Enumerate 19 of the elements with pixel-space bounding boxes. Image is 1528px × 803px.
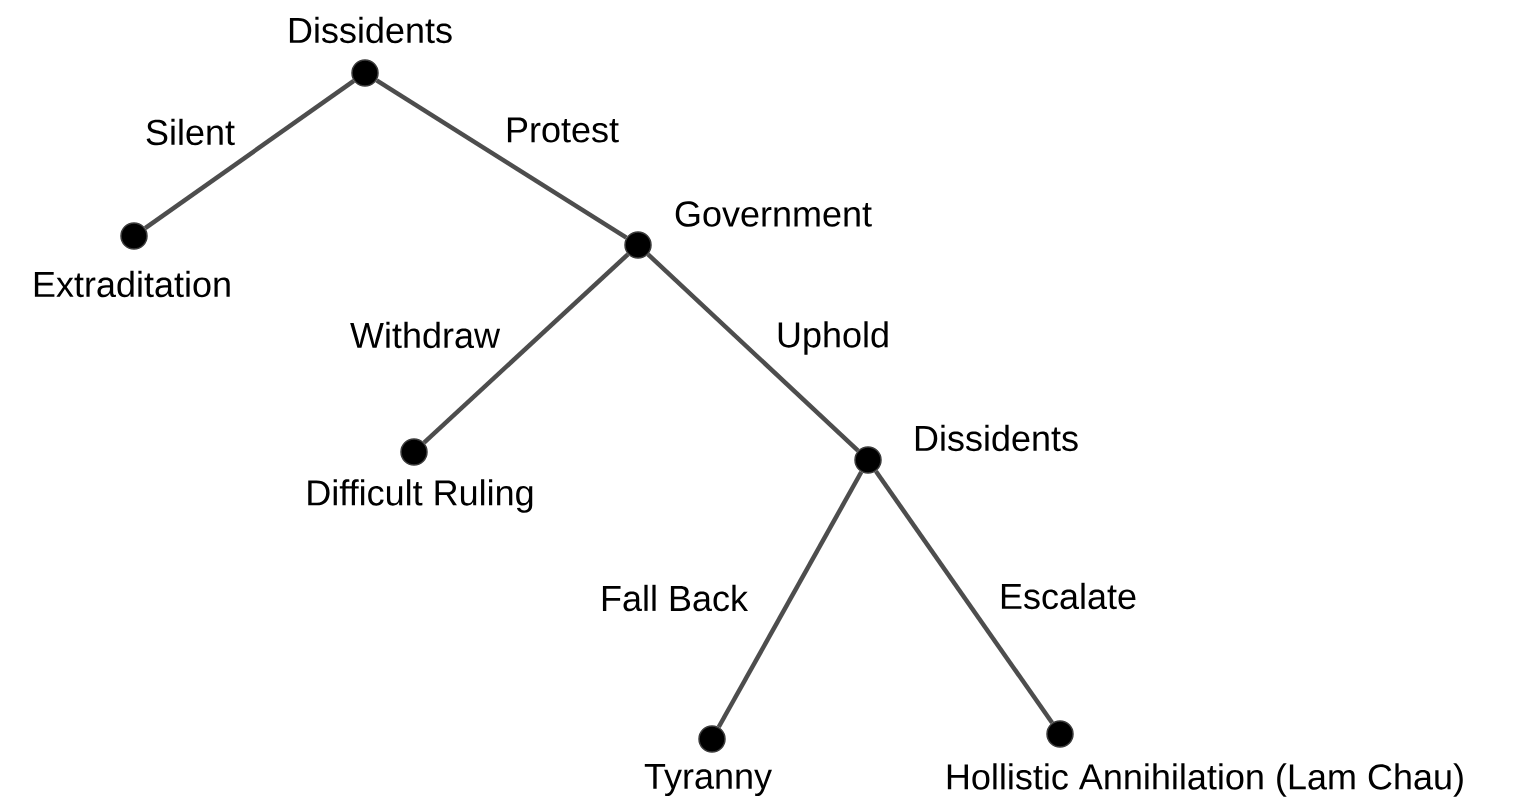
node-label: Tyranny	[644, 763, 772, 797]
node-label: Extraditation	[34, 270, 230, 298]
edge-line	[716, 470, 864, 729]
edge-label: Silent	[146, 118, 235, 146]
edge-label: Fall Back	[602, 584, 749, 612]
edge-label: Escalate	[1001, 582, 1136, 610]
edge-line	[375, 78, 628, 240]
node-label: Difficult Ruling	[308, 479, 533, 513]
node-label: Dissidents	[289, 16, 452, 44]
edge-line	[646, 252, 860, 453]
edge-label: Protest	[507, 117, 619, 143]
node-label: Government	[675, 201, 872, 227]
edge-line	[143, 79, 356, 230]
node-label: Hollistic Annihilation (Lam Chau)	[947, 763, 1463, 797]
edge-label: Withdraw	[350, 321, 501, 349]
edge-label: Uphold	[778, 321, 888, 355]
edge-line	[422, 252, 630, 445]
node-label: Dissidents	[915, 424, 1078, 452]
edge-line	[874, 469, 1054, 725]
